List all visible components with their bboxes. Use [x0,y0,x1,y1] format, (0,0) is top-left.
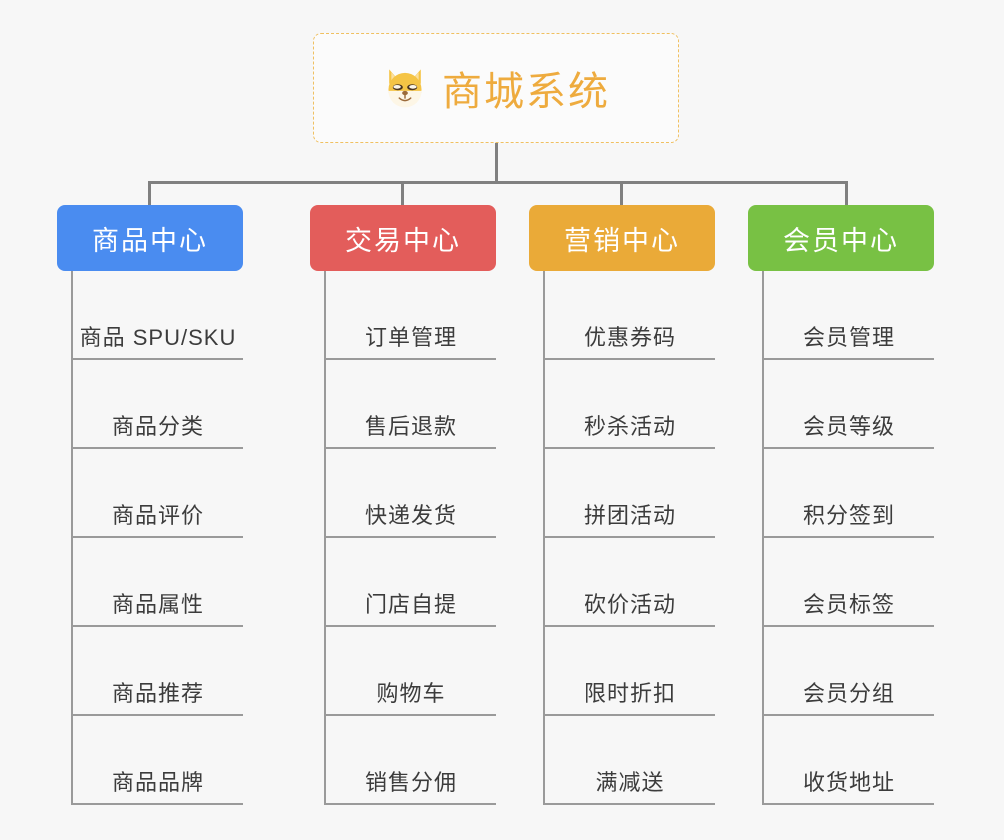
leaf-label: 门店自提 [364,592,457,617]
leaf-item[interactable]: 订单管理 [326,271,496,360]
category-column-4: 会员中心 会员管理 会员等级 积分签到 会员标签 会员分组 收货地址 [748,205,934,805]
leaf-item[interactable]: 商品分类 [73,360,243,449]
category-box-1[interactable]: 商品中心 [57,205,243,271]
leaf-item[interactable]: 门店自提 [326,538,496,627]
leaf-label: 会员标签 [802,592,895,617]
leaf-list-4: 会员管理 会员等级 积分签到 会员标签 会员分组 收货地址 [762,271,934,805]
category-box-3[interactable]: 营销中心 [529,205,715,271]
leaf-item[interactable]: 砍价活动 [545,538,715,627]
connector-drop-2 [401,181,404,205]
root-title: 商城系统 [442,70,610,114]
leaf-label: 砍价活动 [583,592,676,617]
connector-root-stem [495,143,498,183]
leaf-item[interactable]: 销售分佣 [326,716,496,805]
connector-drop-3 [620,181,623,205]
category-column-2: 交易中心 订单管理 售后退款 快递发货 门店自提 购物车 销售分佣 [310,205,496,805]
category-label-3: 营销中心 [564,225,680,256]
leaf-item[interactable]: 会员标签 [764,538,934,627]
shiba-dog-face-icon [382,65,428,111]
leaf-item[interactable]: 限时折扣 [545,627,715,716]
leaf-label: 售后退款 [364,414,457,439]
leaf-item[interactable]: 商品推荐 [73,627,243,716]
leaf-label: 商品 SPU/SKU [79,325,237,350]
connector-drop-1 [148,181,151,205]
leaf-list-1: 商品 SPU/SKU 商品分类 商品评价 商品属性 商品推荐 商品品牌 [71,271,243,805]
leaf-item[interactable]: 满减送 [545,716,715,805]
category-label-2: 交易中心 [345,225,461,256]
root-node[interactable]: 商城系统 [313,33,679,143]
leaf-item[interactable]: 收货地址 [764,716,934,805]
category-box-4[interactable]: 会员中心 [748,205,934,271]
leaf-item[interactable]: 商品 SPU/SKU [73,271,243,360]
leaf-item[interactable]: 拼团活动 [545,449,715,538]
leaf-label: 快递发货 [364,503,457,528]
leaf-item[interactable]: 会员分组 [764,627,934,716]
leaf-label: 购物车 [376,681,446,706]
leaf-item[interactable]: 商品评价 [73,449,243,538]
leaf-list-3: 优惠券码 秒杀活动 拼团活动 砍价活动 限时折扣 满减送 [543,271,715,805]
connector-drop-4 [845,181,848,205]
leaf-label: 商品属性 [111,592,204,617]
leaf-label: 优惠券码 [583,325,676,350]
category-box-2[interactable]: 交易中心 [310,205,496,271]
leaf-label: 会员分组 [802,681,895,706]
leaf-item[interactable]: 售后退款 [326,360,496,449]
leaf-label: 商品推荐 [111,681,204,706]
connector-horizontal-bus [148,181,848,184]
leaf-label: 商品评价 [111,503,204,528]
leaf-label: 积分签到 [802,503,895,528]
leaf-label: 会员等级 [802,414,895,439]
leaf-label: 限时折扣 [583,681,676,706]
leaf-label: 秒杀活动 [583,414,676,439]
leaf-label: 销售分佣 [364,770,457,795]
category-label-1: 商品中心 [92,225,208,256]
leaf-label: 商品品牌 [111,770,204,795]
leaf-item[interactable]: 会员管理 [764,271,934,360]
category-label-4: 会员中心 [783,225,899,256]
leaf-label: 收货地址 [802,770,895,795]
leaf-label: 会员管理 [802,325,895,350]
leaf-label: 订单管理 [364,325,457,350]
leaf-label: 商品分类 [111,414,204,439]
leaf-item[interactable]: 商品品牌 [73,716,243,805]
leaf-label: 满减送 [595,770,665,795]
leaf-item[interactable]: 快递发货 [326,449,496,538]
leaf-label: 拼团活动 [583,503,676,528]
leaf-list-2: 订单管理 售后退款 快递发货 门店自提 购物车 销售分佣 [324,271,496,805]
leaf-item[interactable]: 购物车 [326,627,496,716]
leaf-item[interactable]: 会员等级 [764,360,934,449]
leaf-item[interactable]: 积分签到 [764,449,934,538]
leaf-item[interactable]: 商品属性 [73,538,243,627]
category-column-3: 营销中心 优惠券码 秒杀活动 拼团活动 砍价活动 限时折扣 满减送 [529,205,715,805]
leaf-item[interactable]: 秒杀活动 [545,360,715,449]
leaf-item[interactable]: 优惠券码 [545,271,715,360]
category-column-1: 商品中心 商品 SPU/SKU 商品分类 商品评价 商品属性 商品推荐 商品品牌 [57,205,243,805]
